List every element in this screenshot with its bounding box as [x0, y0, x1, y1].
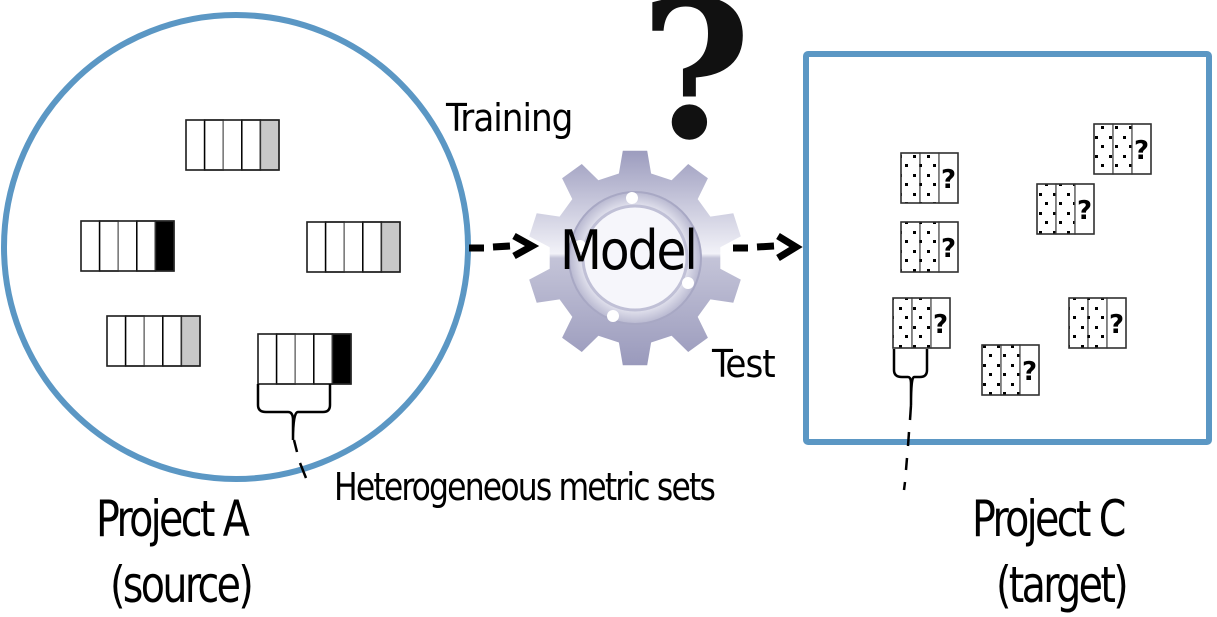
target-brace-leader-dash3	[902, 481, 907, 491]
source-brace-leader-dash	[298, 462, 308, 479]
target-instances: ???????	[892, 123, 1152, 396]
metric-cell	[136, 220, 157, 272]
unknown-label: ?	[933, 310, 948, 340]
label-cell	[180, 315, 201, 367]
metric-cell	[80, 220, 101, 272]
metric-cell	[203, 119, 224, 171]
metric-cell	[313, 333, 334, 385]
metric-cell	[362, 221, 383, 273]
source-instances	[80, 119, 401, 385]
question-mark-icon: ?	[640, 0, 752, 182]
test-arrow	[733, 233, 803, 261]
metric-cell	[185, 119, 206, 171]
source-project-name: Project A	[96, 490, 250, 548]
unknown-label: ?	[1077, 196, 1092, 226]
unknown-label: ?	[1109, 310, 1124, 340]
target-project-name: Project C	[972, 490, 1126, 548]
model-label: Model	[560, 219, 698, 282]
target-metric-brace	[892, 349, 929, 406]
metric-cell	[324, 221, 345, 273]
metric-cell	[275, 333, 296, 385]
target-brace-leader	[908, 404, 913, 421]
source-metric-brace	[256, 384, 332, 441]
metric-cell	[162, 315, 183, 367]
label-cell	[154, 220, 175, 272]
target-brace-leader-dash2	[904, 457, 909, 471]
target-instance: ?	[1093, 123, 1152, 175]
source-brace-leader	[292, 439, 299, 453]
unknown-label: ?	[941, 165, 956, 195]
test-label: Test	[712, 342, 776, 386]
metric-cell	[241, 119, 262, 171]
metric-cell	[117, 220, 138, 272]
target-instance: ?	[892, 297, 951, 349]
target-instance: ?	[1068, 297, 1127, 349]
metric-cell	[306, 221, 327, 273]
target-instance: ?	[900, 152, 959, 204]
target-instance: ?	[900, 221, 959, 273]
label-cell	[331, 333, 352, 385]
target-instance: ?	[1036, 183, 1095, 235]
metric-cell	[124, 315, 145, 367]
source-instance	[257, 333, 352, 385]
gear-icon	[529, 150, 741, 366]
metric-cell	[257, 333, 278, 385]
heterogeneous-metric-sets-label: Heterogeneous metric sets	[334, 465, 716, 509]
target-brace-leader-dash1	[906, 431, 911, 447]
source-instance	[80, 220, 175, 272]
source-instance	[185, 119, 280, 171]
metric-cell	[106, 315, 127, 367]
label-cell	[259, 119, 280, 171]
training-arrow	[469, 232, 540, 260]
training-label: Training	[446, 96, 573, 140]
source-project-role: (source)	[110, 556, 254, 614]
unknown-label: ?	[1022, 357, 1037, 387]
metric-cell	[294, 333, 315, 385]
unknown-label: ?	[1134, 136, 1149, 166]
metric-cell	[222, 119, 243, 171]
unknown-label: ?	[941, 234, 956, 264]
target-instance: ?	[981, 344, 1040, 396]
metric-cell	[343, 221, 364, 273]
source-instance	[306, 221, 401, 273]
target-project-role: (target)	[996, 556, 1129, 614]
metric-cell	[143, 315, 164, 367]
metric-cell	[98, 220, 119, 272]
label-cell	[380, 221, 401, 273]
source-instance	[106, 315, 201, 367]
